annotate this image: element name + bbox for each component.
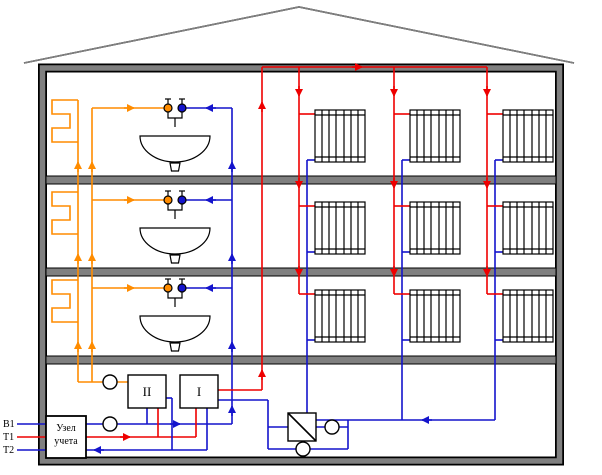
pump-icon: [102, 374, 118, 390]
floor-1: [52, 86, 553, 172]
pump-icon: [324, 419, 340, 435]
pump-icon: [295, 441, 311, 457]
floor-slab: [45, 267, 557, 277]
filter-diagonal: [287, 412, 317, 442]
metering-unit: [45, 415, 87, 459]
inlet-labels: В1 Т1 Т2: [3, 419, 15, 456]
heat-exchanger-stage-1: [179, 374, 219, 409]
basement-equipment: II I Узел учета: [45, 374, 340, 459]
pump-icon: [102, 416, 118, 432]
metering-unit-label-2: учета: [54, 436, 78, 447]
roof: [23, 6, 575, 64]
label-t1: Т1: [3, 432, 14, 443]
floor-slab: [45, 355, 557, 365]
metering-unit-label-1: Узел: [56, 423, 76, 434]
basement-piping: [17, 381, 495, 454]
floor-3: [52, 266, 553, 352]
label-b1: В1: [3, 419, 15, 430]
heat-exchanger-stage-2: [127, 374, 167, 409]
floor-2: [52, 178, 553, 264]
house-outline: [38, 63, 564, 466]
stage-1-label: I: [197, 384, 201, 399]
stage-2-label: II: [143, 384, 152, 399]
floor-slab: [45, 175, 557, 185]
label-t2: Т2: [3, 445, 14, 456]
